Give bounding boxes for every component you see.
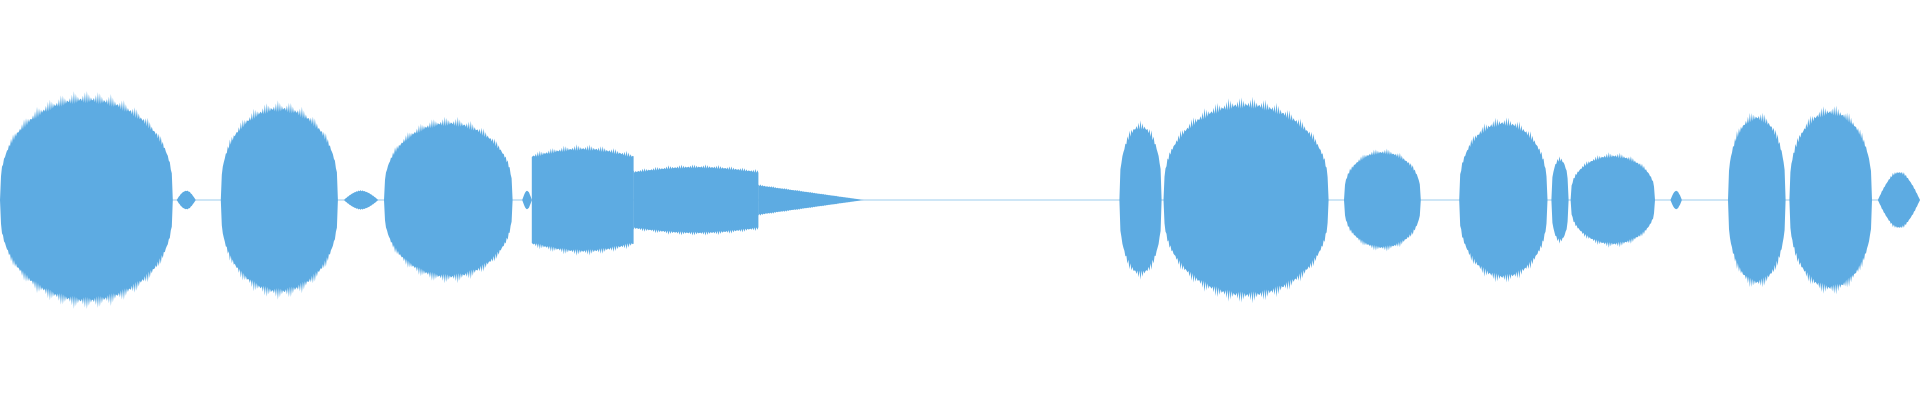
waveform-segment	[1877, 171, 1920, 229]
waveform-segment	[1344, 148, 1421, 252]
waveform-segment	[758, 184, 864, 216]
waveform-segment	[1163, 96, 1329, 304]
waveform-segment	[384, 116, 513, 284]
waveform-segment	[176, 190, 196, 210]
waveform-segment	[1670, 190, 1682, 210]
waveform-segment	[0, 91, 173, 309]
waveform-segment	[1119, 120, 1162, 280]
waveform-segment	[522, 190, 532, 210]
waveform-segment	[1570, 152, 1655, 248]
waveform-segment	[220, 100, 338, 300]
waveform-segment	[1459, 117, 1548, 283]
waveform-segment	[1551, 156, 1569, 244]
waveform-segment	[531, 144, 634, 256]
waveform-segment	[633, 164, 759, 236]
waveform-segment	[1728, 112, 1786, 288]
waveform-segment	[1789, 105, 1872, 295]
waveform-segment	[343, 190, 379, 210]
